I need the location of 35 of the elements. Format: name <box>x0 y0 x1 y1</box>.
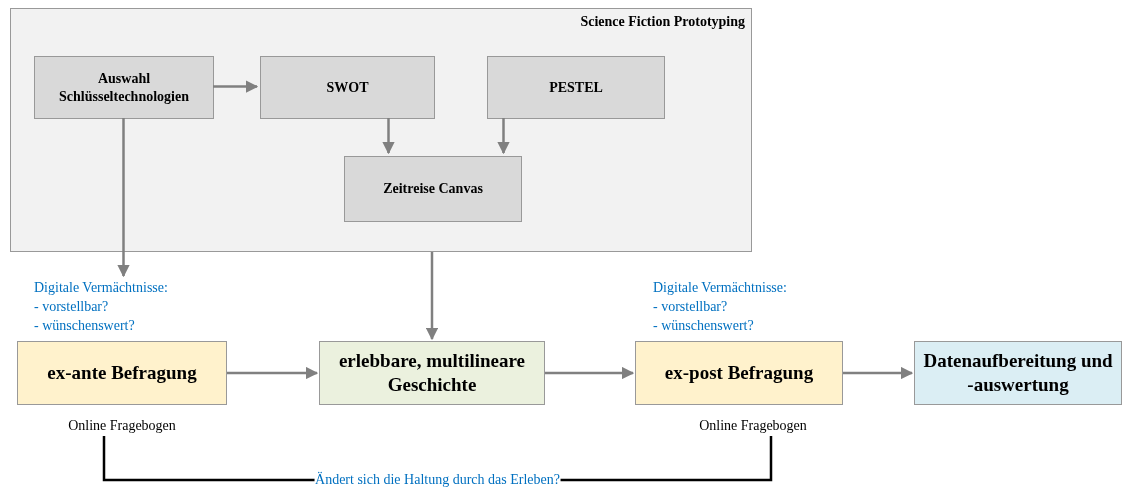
annotation-text: Digitale Vermächtnisse: <box>34 279 169 297</box>
annotation-text: - wünschenswert? <box>653 317 755 335</box>
annotation-text: - vorstellbar? <box>34 298 110 316</box>
caption-text: Online Fragebogen <box>52 414 192 436</box>
box-label: Datenaufbereitung und -auswertung <box>922 349 1114 397</box>
box-label: erlebbare, multilineare Geschichte <box>337 349 527 397</box>
box-label: Zeitreise Canvas <box>383 180 483 198</box>
box-label: SWOT <box>326 78 369 97</box>
annotation-text: - wünschenswert? <box>34 317 136 335</box>
process-box <box>914 341 1122 405</box>
arrow <box>545 366 635 380</box>
process-box <box>344 156 522 222</box>
group-frame <box>10 8 752 252</box>
arrow <box>213 80 259 93</box>
process-box <box>34 56 214 119</box>
box-label: PESTEL <box>549 78 603 97</box>
arrow <box>227 366 319 380</box>
arrow <box>497 118 510 155</box>
box-label: ex-post Befragung <box>664 361 814 385</box>
caption-text: Online Fragebogen <box>683 414 823 436</box>
arrow <box>425 252 439 341</box>
process-box <box>319 341 545 405</box>
process-box <box>260 56 435 119</box>
edge-label: Ändert sich die Haltung durch das Erleben? <box>314 472 561 488</box>
arrow <box>117 118 130 278</box>
process-box <box>487 56 665 119</box>
process-box <box>17 341 227 405</box>
box-label: ex-ante Befragung <box>47 361 197 385</box>
arrow <box>382 118 395 155</box>
box-label: Auswahl Schlüsseltechnologien <box>58 70 190 105</box>
group-title: Science Fiction Prototyping <box>580 13 745 31</box>
arrow <box>843 366 914 380</box>
process-box <box>635 341 843 405</box>
annotation-text: - vorstellbar? <box>653 298 729 316</box>
annotation-text: Digitale Vermächtnisse: <box>653 279 787 297</box>
